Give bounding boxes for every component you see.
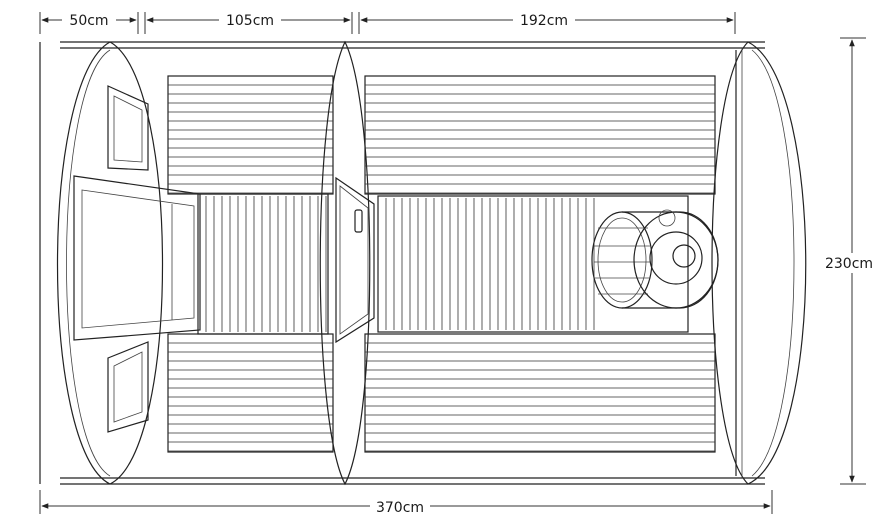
- changing-room: [167, 75, 334, 453]
- front-end-wall: [56, 41, 201, 485]
- rear-end-wall: [711, 41, 807, 485]
- interior-door: [335, 176, 375, 344]
- barrel-body: [39, 41, 765, 485]
- glass-door: [73, 175, 201, 341]
- lower-window: [107, 341, 149, 433]
- dim-label-sauna-room: 192cm: [520, 13, 568, 29]
- upper-window: [107, 85, 149, 171]
- dim-label-total-length: 370cm: [376, 500, 424, 516]
- sauna-room: [364, 75, 716, 453]
- dim-label-changing-room: 105cm: [226, 13, 274, 29]
- dim-label-wall-section: 50cm: [69, 13, 108, 29]
- sauna-stove: [591, 209, 719, 309]
- dim-label-width: 230cm: [825, 256, 873, 272]
- partition-wall: [319, 40, 371, 486]
